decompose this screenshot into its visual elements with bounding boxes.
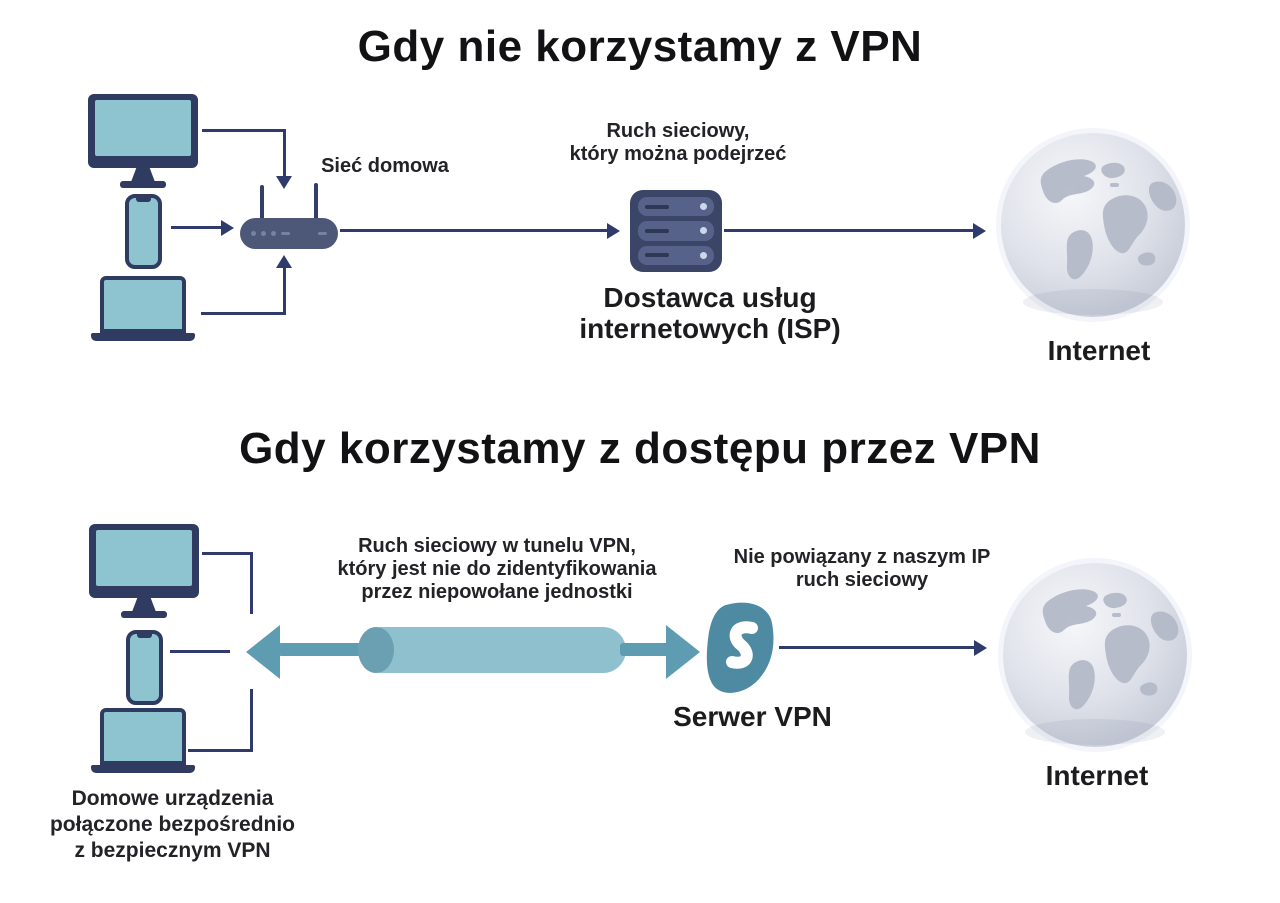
laptop-bracket-line-v bbox=[250, 689, 253, 752]
phone-bracket-line bbox=[170, 650, 230, 653]
section2-title: Gdy korzystamy z dostępu przez VPN bbox=[239, 424, 1041, 473]
monitor-to-router-line-v bbox=[283, 129, 286, 178]
server-led bbox=[700, 251, 707, 259]
tunnel-arrow-left-icon bbox=[246, 625, 280, 679]
router-led bbox=[261, 231, 266, 236]
arrow-right-icon bbox=[974, 640, 987, 656]
monitor-frame bbox=[88, 94, 198, 168]
internet-globe-icon bbox=[996, 128, 1190, 322]
router-antenna bbox=[260, 185, 264, 220]
desktop-monitor-icon bbox=[89, 524, 199, 618]
laptop-to-router-line-v bbox=[283, 267, 286, 315]
laptop-to-router-line bbox=[201, 312, 286, 315]
tunnel-end-cap bbox=[358, 627, 394, 673]
router-body bbox=[240, 218, 338, 249]
vpn-tunnel-icon bbox=[358, 627, 626, 673]
isp-to-internet-line bbox=[724, 229, 974, 232]
monitor-base bbox=[121, 611, 167, 618]
smartphone-icon bbox=[126, 630, 163, 705]
internet-label: Internet bbox=[1047, 335, 1151, 366]
laptop-icon bbox=[91, 708, 195, 773]
smartphone-icon bbox=[125, 194, 162, 269]
laptop-icon bbox=[91, 276, 195, 341]
arrow-right-icon bbox=[973, 223, 986, 239]
vpn-to-internet-line bbox=[779, 646, 975, 649]
router-mark bbox=[318, 232, 327, 235]
arrow-right-icon bbox=[607, 223, 620, 239]
server-vent bbox=[645, 204, 669, 209]
arrow-up-icon bbox=[276, 255, 292, 268]
wifi-router-icon bbox=[240, 183, 338, 249]
server-led bbox=[700, 203, 707, 211]
laptop-bracket-line bbox=[188, 749, 253, 752]
router-led bbox=[251, 231, 256, 236]
desktop-monitor-icon bbox=[88, 94, 198, 188]
monitor-base bbox=[120, 181, 166, 188]
phone-notch bbox=[137, 634, 152, 638]
internet-globe-icon bbox=[998, 558, 1192, 752]
section1-title: Gdy nie korzystamy z VPN bbox=[357, 22, 923, 71]
laptop-base bbox=[91, 333, 195, 341]
phone-to-router-line bbox=[171, 226, 222, 229]
monitor-bracket-line bbox=[202, 552, 253, 555]
arrow-right-icon bbox=[221, 220, 234, 236]
internet-label: Internet bbox=[1045, 760, 1149, 791]
home-devices-label: Domowe urządzenia połączone bezpośrednio… bbox=[49, 787, 296, 862]
monitor-stand bbox=[132, 598, 156, 612]
router-led bbox=[271, 231, 276, 236]
server-vent bbox=[645, 228, 669, 233]
laptop-screen bbox=[100, 708, 186, 765]
router-mark bbox=[281, 232, 290, 235]
tunnel-shaft bbox=[278, 643, 362, 656]
tunnel-traffic-label: Ruch sieciowy w tunelu VPN, który jest n… bbox=[337, 535, 657, 603]
server-vent bbox=[645, 253, 669, 258]
tunnel-arrow-right-icon bbox=[666, 625, 700, 679]
vpn-server-logo-icon bbox=[706, 602, 774, 693]
server-led bbox=[700, 227, 707, 235]
vpn-server-label: Serwer VPN bbox=[673, 701, 832, 732]
server-bar bbox=[638, 245, 714, 265]
router-to-isp-line bbox=[340, 229, 608, 232]
arrow-down-icon bbox=[276, 176, 292, 189]
router-antenna bbox=[314, 183, 318, 220]
tunnel-shaft bbox=[620, 643, 670, 656]
laptop-base bbox=[91, 765, 195, 773]
monitor-bracket-line-v bbox=[250, 552, 253, 614]
isp-label: Dostawca usług internetowych (ISP) bbox=[579, 282, 841, 344]
unlinked-traffic-label: Nie powiązany z naszym IP ruch sieciowy bbox=[733, 546, 991, 591]
home-network-label: Sieć domowa bbox=[321, 155, 449, 177]
server-bar bbox=[638, 221, 714, 241]
monitor-screen bbox=[96, 530, 192, 586]
monitor-frame bbox=[89, 524, 199, 598]
monitor-to-router-line bbox=[202, 129, 286, 132]
monitor-stand bbox=[131, 168, 155, 182]
server-bar bbox=[638, 197, 714, 217]
phone-notch bbox=[136, 198, 151, 202]
isp-server-icon bbox=[630, 190, 722, 272]
sniffable-traffic-label: Ruch sieciowy, który można podejrzeć bbox=[569, 120, 787, 165]
monitor-screen bbox=[95, 100, 191, 156]
laptop-screen bbox=[100, 276, 186, 333]
